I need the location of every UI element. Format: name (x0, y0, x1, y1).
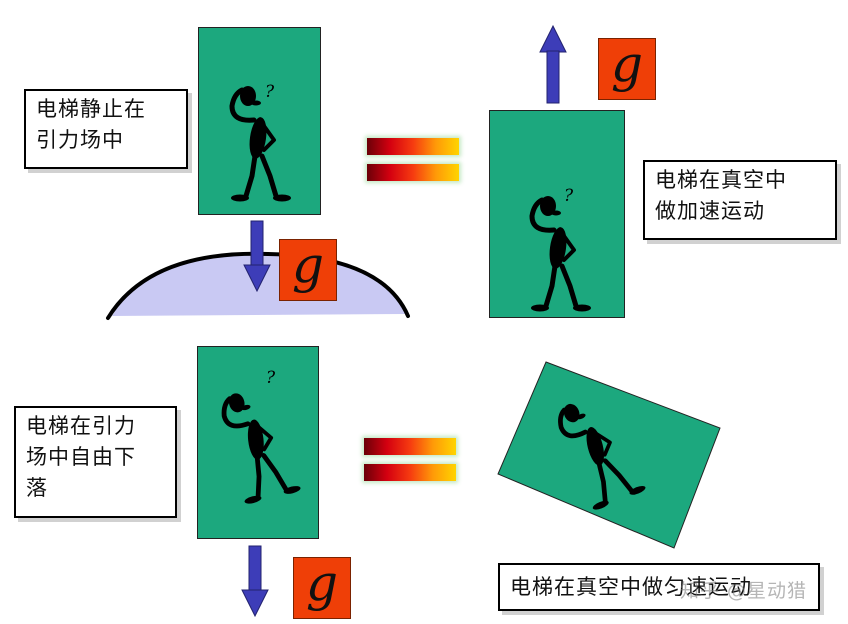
label-uniform-motion-in-vacuum: 电梯在真空中做匀速运动 (498, 563, 820, 611)
arrow-down-icon (243, 220, 271, 293)
equals-sign-icon-bottom-bar (364, 464, 456, 481)
arrow-down-icon (241, 545, 269, 618)
equals-sign-icon-top-bar (364, 438, 456, 455)
thinking-man-icon (226, 82, 296, 207)
elevator-bottom-right (497, 361, 721, 549)
gravity-g-badge: g (293, 557, 351, 619)
label-line: 电梯在引力 (26, 414, 136, 438)
thinking-man-icon (526, 192, 596, 317)
thinking-man-icon (221, 385, 299, 505)
label-free-fall-in-gravity: 电梯在引力 场中自由下 落 (14, 406, 177, 518)
gravity-g-badge: g (598, 38, 656, 100)
label-line: 引力场中 (36, 128, 124, 152)
label-line: 做加速运动 (655, 199, 765, 223)
question-mark: ? (265, 82, 275, 102)
label-line: 场中自由下 (26, 445, 136, 469)
question-mark: ? (564, 186, 574, 206)
label-line: 做匀速运动 (642, 575, 752, 599)
watermark: 知乎 @星动猎 (680, 580, 808, 602)
label-line: 电梯在真空中 (655, 168, 787, 192)
gravity-g-badge: g (279, 239, 337, 301)
label-line: 电梯在真空中 (510, 575, 642, 599)
question-mark: ? (266, 368, 276, 388)
label-accelerating-in-vacuum: 电梯在真空中 做加速运动 (643, 160, 837, 240)
label-line: 落 (26, 476, 48, 500)
thinking-man-icon (557, 392, 643, 510)
arrow-up-icon (539, 24, 567, 104)
equals-sign-icon-top-bar (367, 138, 459, 155)
equals-sign-icon-bottom-bar (367, 164, 459, 181)
label-static-in-gravity: 电梯静止在 引力场中 (24, 89, 188, 169)
label-line: 电梯静止在 (36, 97, 146, 121)
